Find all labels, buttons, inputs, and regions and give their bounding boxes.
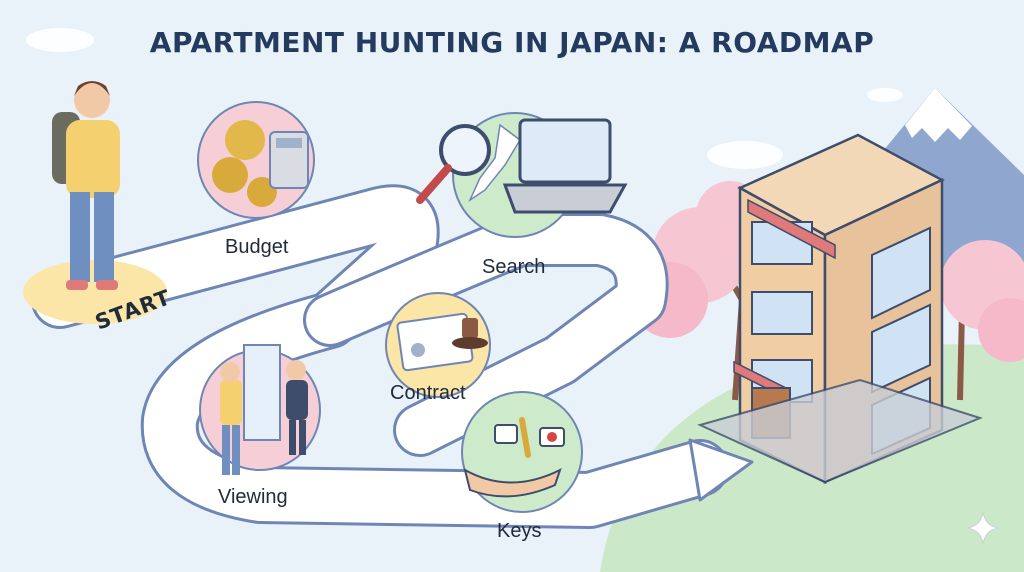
sparkle-icon [966,511,1000,545]
cherry-tree-right [940,240,1024,401]
clouds [26,28,903,169]
road-path [31,184,729,529]
step-label-search: Search [482,256,546,278]
step-circle-contract [385,292,491,398]
traveler-figure [52,81,120,290]
step-circle-viewing [199,344,321,475]
step-circle-budget [197,101,315,219]
page-title: APARTMENT HUNTING IN JAPAN: A ROADMAP [149,26,875,59]
step-label-viewing: Viewing [218,486,288,508]
start-spot [23,260,167,324]
step-label-keys: Keys [497,520,542,542]
apartment-building [697,133,983,485]
step-circle-keys [461,391,583,513]
step-label-budget: Budget [225,236,289,258]
step-label-contract: Contract [390,382,466,404]
road-arrow-head [688,438,754,502]
step-circle-search [416,112,628,238]
